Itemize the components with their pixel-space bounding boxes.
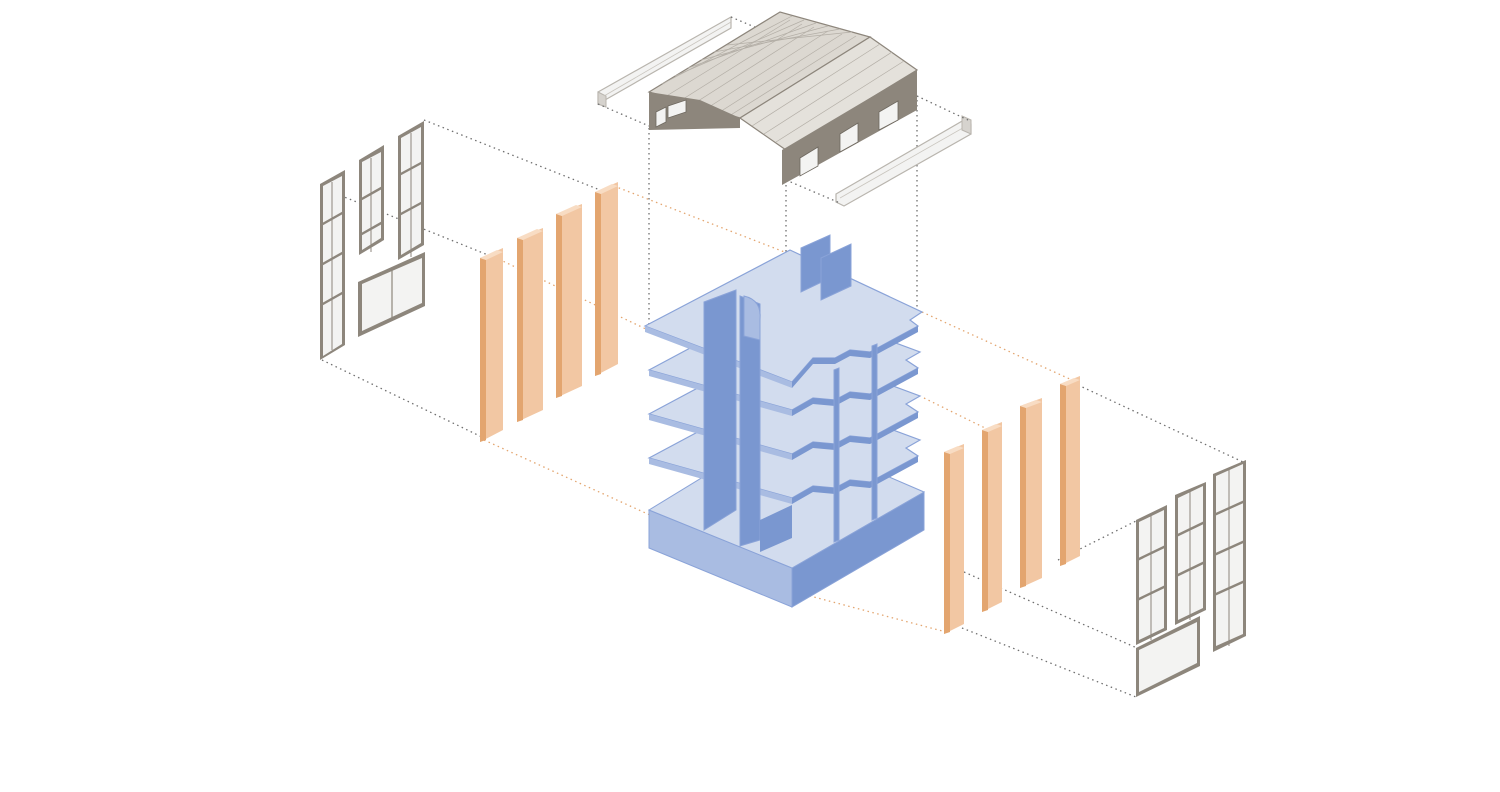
timber-column-r1 <box>944 444 964 634</box>
left-facade-panel-3 <box>398 121 424 260</box>
core-columns <box>833 343 878 543</box>
timber-column-r2 <box>982 422 1002 612</box>
left-timber-columns <box>480 182 618 442</box>
timber-column-l1 <box>480 248 503 442</box>
core-fins <box>800 234 852 301</box>
timber-column-l2 <box>517 228 543 422</box>
timber-column-l3 <box>556 204 582 398</box>
left-facade-panels <box>320 121 425 360</box>
core-walls <box>703 289 792 552</box>
roof-module <box>597 11 972 207</box>
timber-column-r3 <box>1020 398 1042 588</box>
roof-balcony-rail-right <box>835 115 972 207</box>
concrete-core <box>643 234 926 608</box>
roof-balcony-rail-left <box>597 15 732 108</box>
right-facade-panel-2 <box>1175 482 1206 625</box>
roof-windows <box>655 99 899 177</box>
right-facade-panel-1 <box>1136 505 1200 697</box>
right-facade-panels <box>1136 460 1246 697</box>
right-facade-panel-3 <box>1213 460 1246 652</box>
timber-column-l4 <box>595 182 618 376</box>
right-timber-columns <box>944 376 1080 634</box>
timber-column-r4 <box>1060 376 1080 566</box>
left-facade-panel-1 <box>320 170 345 360</box>
roof-gable-left <box>649 92 740 130</box>
left-facade-panel-2 <box>358 145 425 337</box>
